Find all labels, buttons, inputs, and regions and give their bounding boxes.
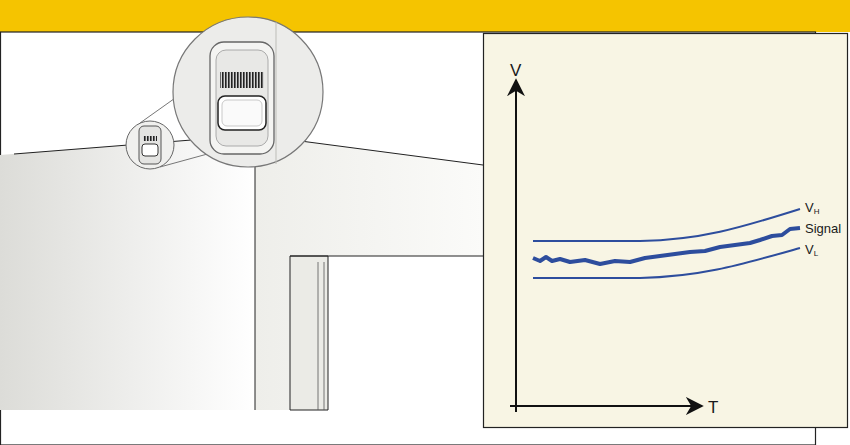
door-opening — [290, 256, 483, 410]
small-sensor — [139, 126, 161, 164]
upper-threshold — [533, 209, 800, 241]
threshold-label: VH — [805, 201, 819, 216]
chart-panel — [484, 34, 848, 428]
t-axis — [510, 405, 702, 407]
v-axis — [515, 80, 517, 412]
signal-trace — [533, 228, 800, 264]
magnifier-circle — [173, 17, 323, 167]
threshold-label: VL — [805, 243, 818, 258]
signal-label: Signal — [805, 222, 841, 235]
axis-label: V — [510, 62, 521, 79]
right-wall — [255, 135, 483, 410]
top-band — [0, 0, 850, 32]
large-sensor — [210, 42, 274, 154]
left-wall — [0, 135, 255, 410]
axis-label: T — [708, 399, 718, 416]
